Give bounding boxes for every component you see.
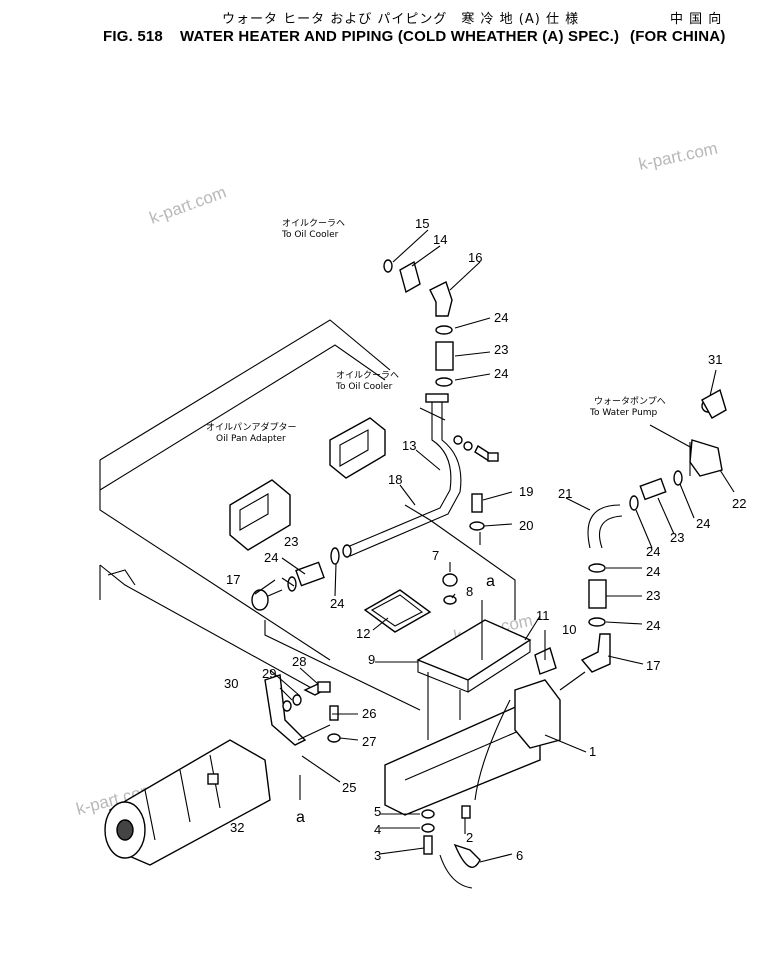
callout-14: 14	[433, 232, 447, 247]
japanese-title: ウォータ ヒータ および パイピング 寒 冷 地 (A) 仕 様	[222, 12, 580, 27]
callout-24-e: 24	[646, 544, 660, 559]
callout-24-a: 24	[494, 310, 508, 325]
callout-11: 11	[536, 608, 550, 623]
callout-1: 1	[589, 744, 596, 759]
water-pump-jp: ウォータポンプへ	[594, 396, 666, 407]
callout-24-f: 24	[696, 516, 710, 531]
figure-region: (FOR CHINA)	[630, 28, 726, 45]
starter-bracket	[264, 674, 341, 800]
callout-23-right: 23	[670, 530, 684, 545]
leader-lines	[254, 229, 735, 863]
callout-2: 2	[466, 830, 473, 845]
callout-6: 6	[516, 848, 523, 863]
pump-connection	[649, 424, 693, 476]
callout-24-c: 24	[264, 550, 278, 565]
oil-cooler-jp-1: オイルクーラヘ	[282, 218, 345, 229]
callout-17-right: 17	[646, 658, 660, 673]
ref-a-bottom: a	[296, 809, 305, 826]
callout-4: 4	[374, 822, 381, 837]
header: ウォータ ヒータ および パイピング 寒 冷 地 (A) 仕 様 中 国 向 F…	[0, 0, 757, 70]
callout-31: 31	[708, 352, 722, 367]
callout-32: 32	[230, 820, 244, 835]
japanese-region: 中 国 向	[670, 12, 723, 27]
callout-13: 13	[402, 438, 416, 453]
oil-pan-jp: オイルパンアダプター	[206, 421, 296, 433]
bracket-18	[404, 493, 516, 620]
callouts: 1 2 3 4 5 6 7 8 9 10 11 12 13 14 15 16 1…	[224, 216, 746, 863]
callout-24-b: 24	[494, 366, 508, 381]
callout-23-left: 23	[284, 534, 298, 549]
callout-28: 28	[292, 654, 306, 669]
starter-motor	[104, 739, 271, 866]
oil-pan-en: Oil Pan Adapter	[216, 434, 286, 444]
pipe-13	[342, 393, 499, 558]
callout-15: 15	[415, 216, 429, 231]
fittings-left	[251, 547, 432, 711]
figure-title: WATER HEATER AND PIPING (COLD WHEATHER (…	[180, 28, 620, 45]
callout-3: 3	[374, 848, 381, 863]
figure-number: FIG. 518	[103, 28, 163, 45]
callout-19: 19	[519, 484, 533, 499]
callout-24-d: 24	[330, 596, 344, 611]
callout-22: 22	[732, 496, 746, 511]
callout-17-left: 17	[226, 572, 240, 587]
hose-21	[580, 388, 727, 673]
callout-27: 27	[362, 734, 376, 749]
callout-9: 9	[368, 652, 375, 667]
callout-29: 29	[262, 666, 276, 681]
callout-7: 7	[432, 548, 439, 563]
callout-20: 20	[519, 518, 533, 533]
watermark-2: k-part.com	[637, 139, 719, 174]
callout-23-lower: 23	[646, 588, 660, 603]
callout-12: 12	[356, 626, 370, 641]
oil-cooler-en-1: To Oil Cooler	[281, 230, 339, 240]
callout-10: 10	[562, 622, 576, 637]
callout-30: 30	[224, 676, 238, 691]
callout-24-h: 24	[646, 618, 660, 633]
oil-cooler-en-2: To Oil Cooler	[335, 382, 393, 392]
callout-25: 25	[342, 780, 356, 795]
callout-5: 5	[374, 804, 381, 819]
callout-21: 21	[558, 486, 572, 501]
oil-pan	[99, 319, 391, 691]
fittings-top	[383, 259, 454, 387]
callout-24-g: 24	[646, 564, 660, 579]
callout-23-top: 23	[494, 342, 508, 357]
annotations: オイルクーラヘ To Oil Cooler オイルクーラヘ To Oil Coo…	[206, 218, 666, 826]
water-pump-en: To Water Pump	[589, 408, 658, 418]
oil-cooler-jp-2: オイルクーラヘ	[336, 370, 399, 381]
watermark-1: k-part.com	[147, 182, 229, 227]
ref-a-top: a	[486, 573, 495, 590]
callout-16: 16	[468, 250, 482, 265]
heater-assembly	[384, 573, 586, 889]
callout-8: 8	[466, 584, 473, 599]
callout-26: 26	[362, 706, 376, 721]
callout-18: 18	[388, 472, 402, 487]
